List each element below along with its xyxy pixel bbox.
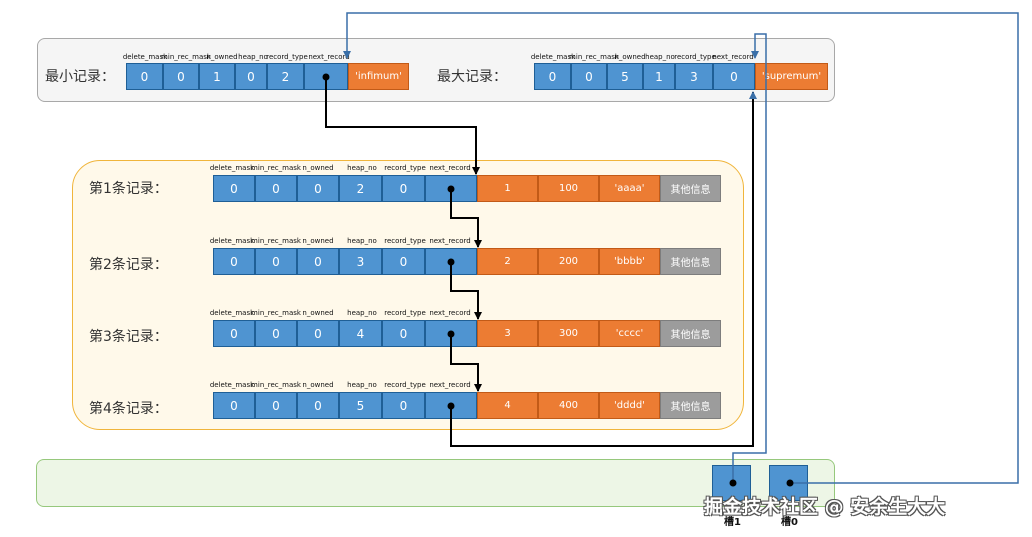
record-2-c3-cell: 'bbbb' bbox=[599, 248, 660, 275]
record-2-header-min-rec-mask: min_rec_mask bbox=[251, 237, 301, 245]
supremum-delete-mask-cell: 0 bbox=[534, 63, 571, 90]
record-4-record-type-cell: 0 bbox=[382, 392, 425, 419]
slot-1-label: 槽1 bbox=[724, 517, 741, 528]
record-4-next-record-cell bbox=[425, 392, 477, 419]
record-1-header-delete-mask: delete_mask bbox=[209, 164, 255, 172]
supremum-header-next-record: next_record bbox=[712, 53, 754, 61]
record-3-n-owned-cell: 0 bbox=[297, 320, 339, 347]
record-2-n-owned-cell: 0 bbox=[297, 248, 339, 275]
record-3-other-info-cell: 其他信息 bbox=[660, 320, 721, 347]
record-2-header-delete-mask: delete_mask bbox=[209, 237, 255, 245]
record-1-min-rec-mask-cell: 0 bbox=[255, 175, 297, 202]
supremum-header-heap-no: heap_no bbox=[645, 53, 675, 61]
record-1-c3-cell: 'aaaa' bbox=[599, 175, 660, 202]
record-1-other-info-cell: 其他信息 bbox=[660, 175, 721, 202]
record-4-header-record-type: record_type bbox=[384, 381, 426, 389]
infimum-header-next-record: next_record bbox=[308, 53, 350, 61]
record-1-header-next-record: next_record bbox=[429, 164, 471, 172]
record-3-record-type-cell: 0 bbox=[382, 320, 425, 347]
record-3-c1-cell: 3 bbox=[477, 320, 538, 347]
record-3-c3-cell: 'cccc' bbox=[599, 320, 660, 347]
record-4-other-info-cell: 其他信息 bbox=[660, 392, 721, 419]
record-4-label: 第4条记录： bbox=[89, 401, 168, 417]
record-2-header-heap-no: heap_no bbox=[347, 237, 377, 245]
record-2-min-rec-mask-cell: 0 bbox=[255, 248, 297, 275]
record-3-header-heap-no: heap_no bbox=[347, 309, 377, 317]
record-3-min-rec-mask-cell: 0 bbox=[255, 320, 297, 347]
supremum-min-rec-mask-cell: 0 bbox=[571, 63, 607, 90]
record-4-header-min-rec-mask: min_rec_mask bbox=[251, 381, 301, 389]
infimum-header-record-type: record_type bbox=[266, 53, 308, 61]
record-3-heap-no-cell: 4 bbox=[339, 320, 382, 347]
record-4-header-heap-no: heap_no bbox=[347, 381, 377, 389]
slot-0-label: 槽0 bbox=[781, 517, 798, 528]
infimum-label: 最小记录： bbox=[45, 69, 115, 85]
supremum-heap-no-cell: 1 bbox=[643, 63, 675, 90]
record-2-label: 第2条记录： bbox=[89, 257, 168, 273]
record-1-delete-mask-cell: 0 bbox=[213, 175, 255, 202]
record-3-c2-cell: 300 bbox=[538, 320, 599, 347]
record-3-header-record-type: record_type bbox=[384, 309, 426, 317]
infimum-header-delete-mask: delete_mask bbox=[122, 53, 168, 61]
record-1-header-record-type: record_type bbox=[384, 164, 426, 172]
infimum-header-min-rec-mask: min_rec_mask bbox=[161, 53, 211, 61]
record-2-header-record-type: record_type bbox=[384, 237, 426, 245]
record-2-header-next-record: next_record bbox=[429, 237, 471, 245]
record-4-c3-cell: 'dddd' bbox=[599, 392, 660, 419]
record-1-next-record-cell bbox=[425, 175, 477, 202]
record-3-next-record-cell bbox=[425, 320, 477, 347]
supremum-record-type-cell: 3 bbox=[675, 63, 713, 90]
record-2-heap-no-cell: 3 bbox=[339, 248, 382, 275]
infimum-next-record-cell bbox=[304, 63, 348, 90]
record-1-heap-no-cell: 2 bbox=[339, 175, 382, 202]
supremum-header-record-type: record_type bbox=[674, 53, 716, 61]
infimum-record-type-cell: 2 bbox=[267, 63, 304, 90]
record-1-header-heap-no: heap_no bbox=[347, 164, 377, 172]
record-4-c2-cell: 400 bbox=[538, 392, 599, 419]
record-3-delete-mask-cell: 0 bbox=[213, 320, 255, 347]
record-4-min-rec-mask-cell: 0 bbox=[255, 392, 297, 419]
record-4-n-owned-cell: 0 bbox=[297, 392, 339, 419]
record-3-label: 第3条记录： bbox=[89, 329, 168, 345]
record-1-c1-cell: 1 bbox=[477, 175, 538, 202]
infimum-min-rec-mask-cell: 0 bbox=[163, 63, 199, 90]
record-4-header-delete-mask: delete_mask bbox=[209, 381, 255, 389]
record-3-header-next-record: next_record bbox=[429, 309, 471, 317]
infimum-delete-mask-cell: 0 bbox=[126, 63, 163, 90]
record-1-header-n-owned: n_owned bbox=[302, 164, 334, 172]
supremum-data-cell: 'supremum' bbox=[755, 63, 828, 90]
record-1-label: 第1条记录： bbox=[89, 181, 168, 197]
watermark: 掘金技术社区 @ 安余生大大 bbox=[704, 496, 946, 518]
record-4-header-next-record: next_record bbox=[429, 381, 471, 389]
record-2-c1-cell: 2 bbox=[477, 248, 538, 275]
record-2-record-type-cell: 0 bbox=[382, 248, 425, 275]
supremum-next-record-cell: 0 bbox=[713, 63, 755, 90]
supremum-header-min-rec-mask: min_rec_mask bbox=[569, 53, 619, 61]
record-1-header-min-rec-mask: min_rec_mask bbox=[251, 164, 301, 172]
supremum-n-owned-cell: 5 bbox=[607, 63, 643, 90]
supremum-label: 最大记录： bbox=[437, 69, 507, 85]
record-2-header-n-owned: n_owned bbox=[302, 237, 334, 245]
supremum-header-n-owned: n_owned bbox=[614, 53, 646, 61]
record-3-header-min-rec-mask: min_rec_mask bbox=[251, 309, 301, 317]
record-4-c1-cell: 4 bbox=[477, 392, 538, 419]
record-3-header-delete-mask: delete_mask bbox=[209, 309, 255, 317]
infimum-n-owned-cell: 1 bbox=[199, 63, 235, 90]
record-2-c2-cell: 200 bbox=[538, 248, 599, 275]
infimum-header-heap-no: heap_no bbox=[238, 53, 268, 61]
record-4-header-n-owned: n_owned bbox=[302, 381, 334, 389]
record-1-n-owned-cell: 0 bbox=[297, 175, 339, 202]
infimum-header-n-owned: n_owned bbox=[206, 53, 238, 61]
record-1-record-type-cell: 0 bbox=[382, 175, 425, 202]
record-2-delete-mask-cell: 0 bbox=[213, 248, 255, 275]
record-3-header-n-owned: n_owned bbox=[302, 309, 334, 317]
infimum-heap-no-cell: 0 bbox=[235, 63, 267, 90]
record-4-delete-mask-cell: 0 bbox=[213, 392, 255, 419]
record-2-next-record-cell bbox=[425, 248, 477, 275]
record-1-c2-cell: 100 bbox=[538, 175, 599, 202]
record-4-heap-no-cell: 5 bbox=[339, 392, 382, 419]
infimum-data-cell: 'infimum' bbox=[348, 63, 409, 90]
record-2-other-info-cell: 其他信息 bbox=[660, 248, 721, 275]
